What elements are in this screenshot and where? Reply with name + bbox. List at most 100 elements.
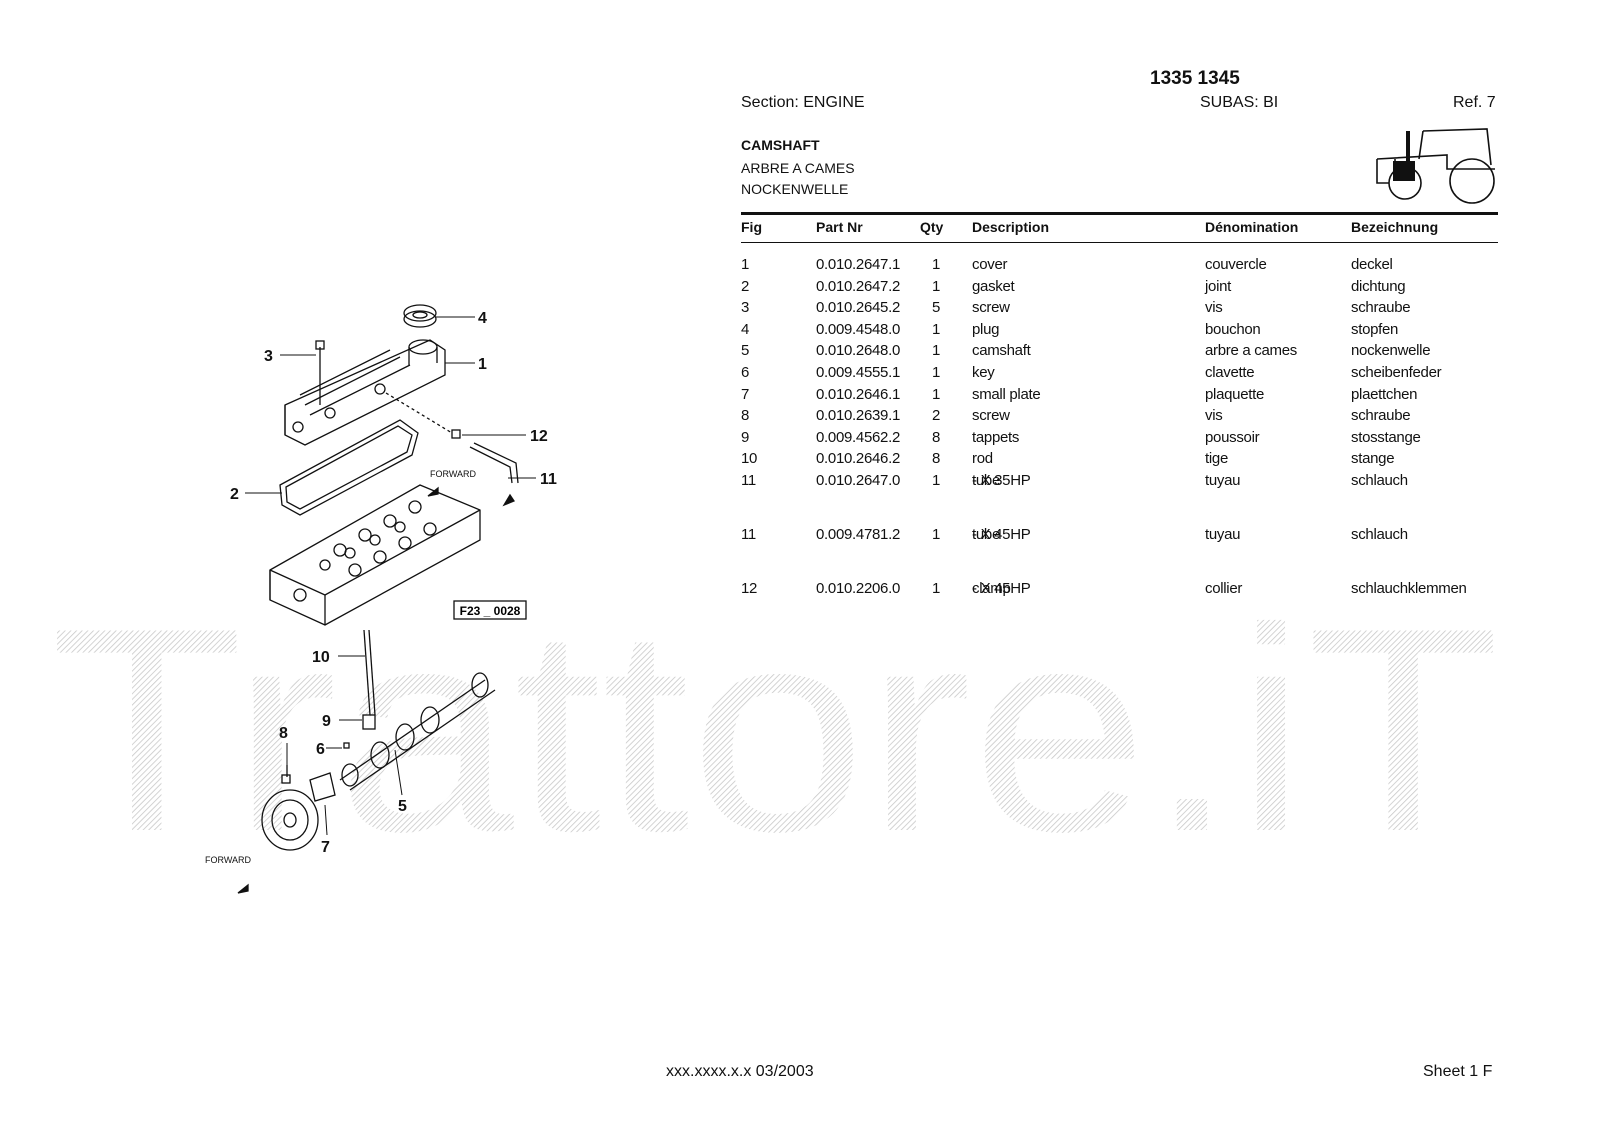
col-bezeichnung: Bezeichnung (1351, 219, 1439, 235)
subas-label: SUBAS: BI (1200, 94, 1279, 111)
part-cell: 0.009.4548.0 (816, 320, 900, 338)
denomination-cell: couvercle (1205, 256, 1267, 273)
col-description: Description (972, 219, 1050, 235)
callout-3: 3 (264, 348, 273, 365)
figure-code-box (453, 600, 527, 620)
fig-cell: 10 (741, 450, 758, 468)
denomination-cell: tige (1205, 450, 1228, 468)
callout-1: 1 (478, 356, 487, 373)
part-cell: 0.010.2646.2 (816, 450, 900, 468)
qty-cell: 5 (932, 299, 941, 317)
callout-6: 6 (316, 741, 325, 758)
fig-cell: 4 (741, 320, 750, 338)
fig-cell: 11 (741, 525, 756, 543)
table-row: 9 0.009.4562.2 8 tappets poussoir stosstange (741, 426, 1498, 448)
part-cell: 0.010.2648.0 (816, 342, 900, 360)
description-cell: screw (972, 299, 1010, 317)
col-qty: Qty (920, 219, 944, 235)
bezeichnung-cell: schraube (1351, 299, 1411, 317)
qty-cell: 1 (932, 320, 941, 338)
description-cell: rod (972, 450, 993, 468)
model-number: 1335 1345 (1150, 68, 1240, 89)
footer-code: xxx.xxxx.x.x 03/2003 (666, 1063, 814, 1080)
denomination-cell: poussoir (1205, 428, 1260, 446)
fig-cell: 1 (741, 256, 750, 273)
fig-cell: 12 (741, 579, 758, 597)
callout-4: 4 (478, 310, 487, 327)
part-cell: 0.010.2647.2 (816, 277, 900, 295)
qty-cell: 1 (932, 342, 941, 360)
denomination-cell: clavette (1205, 363, 1255, 381)
callout-11: 11 (540, 471, 557, 488)
description-cell: tube (972, 471, 1000, 489)
callout-7: 7 (321, 839, 330, 856)
description-cell: tappets (972, 428, 1020, 446)
denomination-cell: collier (1205, 579, 1243, 597)
description-cell: clamp (972, 579, 1011, 597)
group-title: CAMSHAFT (741, 137, 820, 153)
bezeichnung-cell: schraube (1351, 407, 1411, 425)
callout-9: 9 (322, 713, 331, 730)
section-label: Section: ENGINE (741, 94, 865, 111)
part-cell: 0.009.4555.1 (816, 363, 900, 381)
callout-12: 12 (530, 428, 548, 445)
callout-10: 10 (312, 649, 330, 666)
forward-label: FORWARD (205, 855, 251, 865)
qty-cell: 1 (932, 471, 941, 489)
bezeichnung-cell: schlauch (1351, 525, 1408, 543)
denomination-cell: tuyau (1205, 471, 1241, 489)
leader-lines (245, 316, 536, 836)
denomination-cell: arbre a cames (1205, 342, 1297, 360)
fig-cell: 6 (741, 363, 750, 381)
denomination-cell: plaquette (1205, 385, 1265, 403)
qty-cell: 1 (932, 363, 941, 381)
description-cell: tube (972, 525, 1000, 543)
bezeichnung-cell: schlauchklemmen (1351, 579, 1467, 597)
description-cell: plug (972, 320, 1000, 338)
camshaft-drawing (237, 629, 496, 894)
exploded-diagram: F23 _ 0028 (205, 304, 557, 894)
qty-cell: 8 (932, 428, 941, 446)
table-header-rule (741, 242, 1498, 243)
group-subtitle-de: NOCKENWELLE (741, 181, 849, 197)
col-fig: Fig (741, 219, 762, 235)
bezeichnung-cell: scheibenfeder (1351, 363, 1442, 381)
variant-note: - X 45HP (972, 525, 1031, 543)
part-cell: 0.010.2645.2 (816, 299, 900, 317)
part-cell: 0.010.2206.0 (816, 579, 900, 597)
denomination-cell: bouchon (1205, 320, 1261, 338)
fig-cell: 11 (741, 471, 756, 489)
group-subtitle-fr: ARBRE A CAMES (741, 160, 855, 176)
qty-cell: 1 (932, 385, 941, 403)
callout-2: 2 (230, 486, 239, 503)
fig-cell: 9 (741, 428, 750, 446)
sheet-label: Sheet 1 F (1423, 1063, 1493, 1080)
col-denomination: Dénomination (1205, 219, 1299, 235)
part-cell: 0.010.2646.1 (816, 385, 900, 403)
qty-cell: 1 (932, 525, 941, 543)
denomination-cell: vis (1205, 407, 1223, 425)
part-cell: 0.009.4562.2 (816, 428, 900, 446)
col-part: Part Nr (816, 219, 863, 235)
forward-label: FORWARD (430, 469, 476, 479)
table-top-rule (741, 212, 1498, 215)
figure-code: F23 _ 0028 (460, 604, 521, 618)
qty-cell: 2 (932, 407, 941, 425)
part-cell: 0.010.2647.0 (816, 471, 900, 489)
callout-5: 5 (398, 798, 407, 815)
bezeichnung-cell: stosstange (1351, 428, 1421, 446)
description-cell: key (972, 363, 995, 381)
qty-cell: 1 (932, 579, 941, 597)
bezeichnung-cell: dichtung (1351, 277, 1406, 295)
bezeichnung-cell: stange (1351, 450, 1395, 468)
bezeichnung-cell: stopfen (1351, 320, 1399, 338)
